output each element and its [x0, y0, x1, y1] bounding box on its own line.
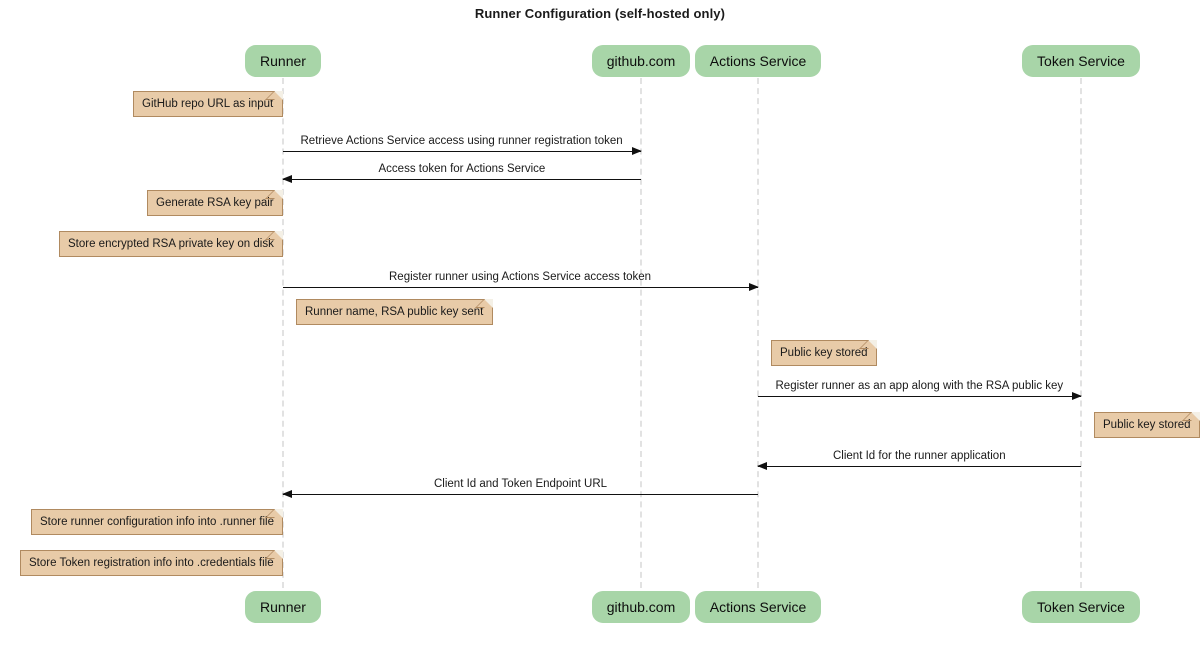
message-arrow [282, 174, 641, 183]
message-label: Retrieve Actions Service access using ru… [300, 135, 623, 147]
lifeline-actions-service [757, 78, 759, 588]
message-arrow [282, 489, 758, 498]
message-label: Access token for Actions Service [378, 163, 546, 175]
note-text: Store Token registration info into .cred… [29, 557, 274, 569]
participant-top-actions-service[interactable]: Actions Service [695, 45, 821, 77]
note: Store encrypted RSA private key on disk [59, 231, 283, 257]
arrowhead-left-icon [282, 174, 292, 183]
note-text: Public key stored [1103, 419, 1191, 431]
note-text: Runner name, RSA public key sent [305, 306, 484, 318]
message-label: Client Id and Token Endpoint URL [434, 478, 608, 490]
note: Store Token registration info into .cred… [20, 550, 283, 576]
note-fold-corner-icon [1191, 412, 1200, 421]
note-text: Generate RSA key pair [156, 197, 274, 209]
arrowhead-right-icon [632, 146, 642, 155]
note-fold-corner-icon [274, 550, 283, 559]
message-label: Register runner as an app along with the… [775, 380, 1064, 392]
note: Generate RSA key pair [147, 190, 283, 216]
message-arrow [283, 146, 642, 155]
note-text: Public key stored [780, 347, 868, 359]
note: Public key stored [1094, 412, 1200, 438]
participant-bottom-github-com[interactable]: github.com [592, 591, 690, 623]
message-arrow [283, 282, 759, 291]
message-arrow [757, 461, 1081, 470]
note: Runner name, RSA public key sent [296, 299, 493, 325]
arrowhead-left-icon [757, 461, 767, 470]
participant-bottom-runner[interactable]: Runner [245, 591, 321, 623]
participant-top-runner[interactable]: Runner [245, 45, 321, 77]
note: Public key stored [771, 340, 877, 366]
note-fold-corner-icon [274, 91, 283, 100]
page-title: Runner Configuration (self-hosted only) [474, 6, 726, 21]
lifeline-token-service [1080, 78, 1082, 588]
note: Store runner configuration info into .ru… [31, 509, 283, 535]
message-label: Client Id for the runner application [833, 450, 1006, 462]
note-text: GitHub repo URL as input [142, 98, 274, 110]
participant-top-token-service[interactable]: Token Service [1022, 45, 1140, 77]
note-fold-corner-icon [274, 231, 283, 240]
participant-bottom-token-service[interactable]: Token Service [1022, 591, 1140, 623]
lifeline-github-com [640, 78, 642, 588]
participant-top-github-com[interactable]: github.com [592, 45, 690, 77]
message-label: Register runner using Actions Service ac… [389, 271, 652, 283]
lifeline-runner [282, 78, 284, 588]
note-fold-corner-icon [274, 509, 283, 518]
participant-bottom-actions-service[interactable]: Actions Service [695, 591, 821, 623]
arrowhead-left-icon [282, 489, 292, 498]
note-fold-corner-icon [868, 340, 877, 349]
note: GitHub repo URL as input [133, 91, 283, 117]
arrowhead-right-icon [1072, 391, 1082, 400]
arrowhead-right-icon [749, 282, 759, 291]
note-fold-corner-icon [274, 190, 283, 199]
message-arrow [758, 391, 1082, 400]
note-fold-corner-icon [484, 299, 493, 308]
note-text: Store encrypted RSA private key on disk [68, 238, 274, 250]
note-text: Store runner configuration info into .ru… [40, 516, 274, 528]
